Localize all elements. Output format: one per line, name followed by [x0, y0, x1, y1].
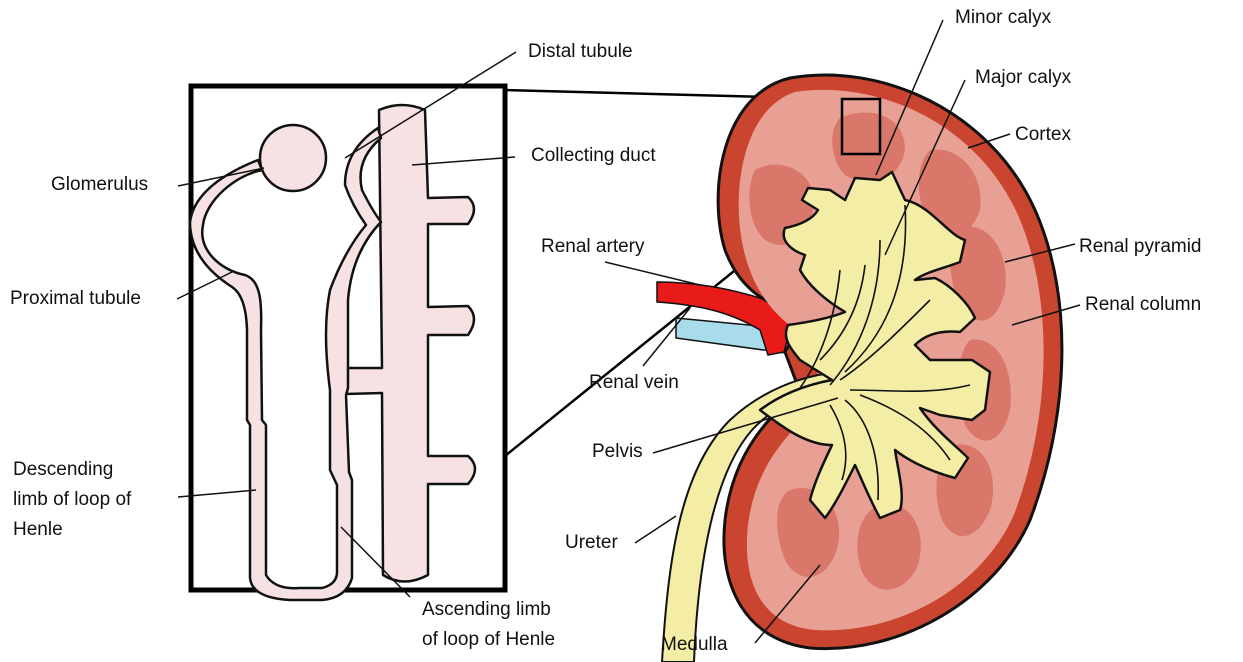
- label-pelvis: Pelvis: [592, 437, 643, 467]
- label-major-calyx: Major calyx: [975, 63, 1071, 93]
- label-minor-calyx: Minor calyx: [955, 3, 1051, 33]
- label-renal-artery: Renal artery: [541, 232, 645, 262]
- label-ureter: Ureter: [565, 528, 618, 558]
- nephron-inset: [190, 86, 505, 600]
- glomerulus-shape: [260, 125, 326, 191]
- label-renal-vein: Renal vein: [589, 368, 679, 398]
- label-descending-limb: Descending limb of loop of Henle: [13, 455, 131, 545]
- label-renal-pyramid: Renal pyramid: [1079, 232, 1202, 262]
- label-distal-tubule: Distal tubule: [528, 37, 633, 67]
- label-collecting-duct: Collecting duct: [531, 141, 656, 171]
- label-medulla: Medulla: [661, 630, 728, 660]
- label-proximal-tubule: Proximal tubule: [10, 284, 141, 314]
- label-glomerulus: Glomerulus: [51, 170, 148, 200]
- label-renal-column: Renal column: [1085, 290, 1201, 320]
- label-cortex: Cortex: [1015, 120, 1071, 150]
- kidney: [657, 75, 1062, 662]
- label-ascending-limb: Ascending limb of loop of Henle: [422, 595, 555, 655]
